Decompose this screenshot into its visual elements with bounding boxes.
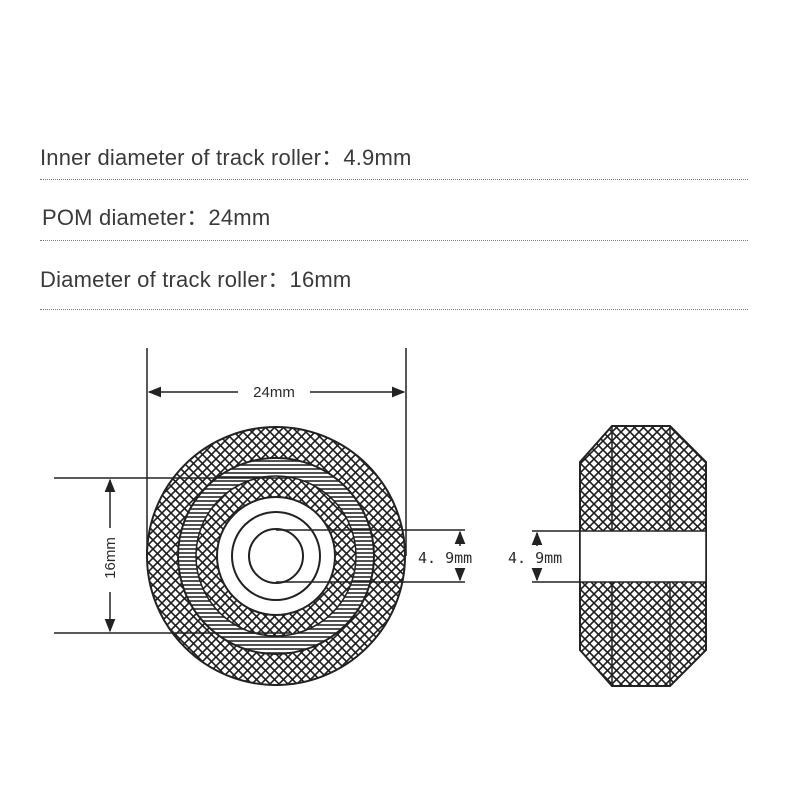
dimension-label-16mm: 16mm [102, 537, 119, 579]
divider [40, 309, 748, 310]
side-view: 4. 9mm [508, 425, 707, 687]
side-bore-band [579, 530, 707, 583]
divider [40, 240, 748, 241]
spec-inner-diameter-text: Inner diameter of track roller：4.9mm [40, 140, 412, 172]
spec-value: 24mm [208, 205, 271, 230]
divider [40, 179, 748, 180]
bore-circle [248, 528, 304, 584]
spec-separator: ： [186, 205, 209, 230]
dimension-label-4-9mm-side: 4. 9mm [508, 549, 562, 567]
spec-label: Inner diameter of track roller [40, 145, 322, 170]
spec-pom-diameter-text: POM diameter：24mm [42, 200, 270, 232]
dimension-label-4-9mm-front: 4. 9mm [418, 549, 472, 567]
spec-value: 16mm [289, 267, 352, 292]
spec-label: Diameter of track roller [40, 267, 268, 292]
spec-value: 4.9mm [343, 145, 412, 170]
front-view: 24mm 16mm 4. 9mm [54, 348, 472, 686]
spec-separator: ： [267, 267, 290, 292]
spec-separator: ： [321, 145, 344, 170]
spec-label: POM diameter [42, 205, 187, 230]
spec-track-diameter-text: Diameter of track roller：16mm [40, 262, 351, 294]
dimension-label-24mm: 24mm [253, 384, 295, 401]
